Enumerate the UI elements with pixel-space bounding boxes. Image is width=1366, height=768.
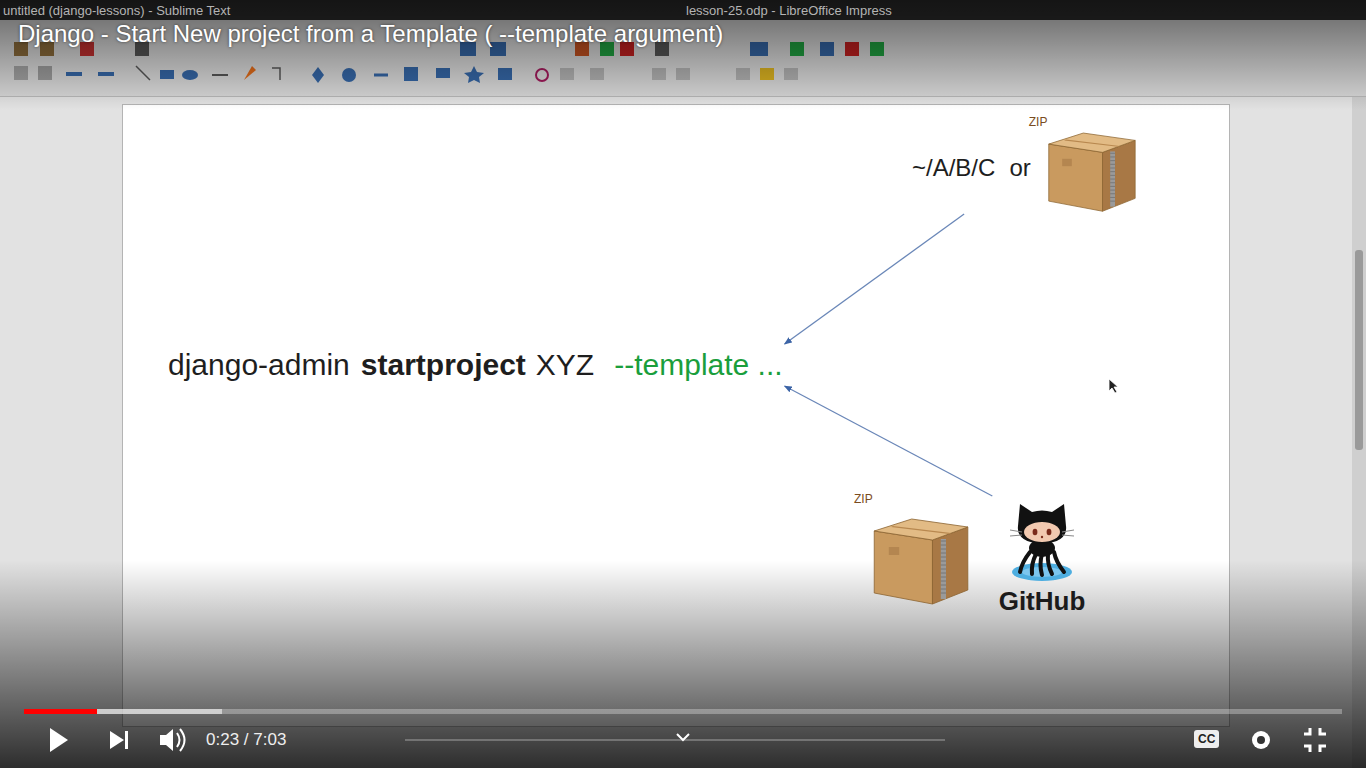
player-controls <box>0 700 1366 768</box>
zip-label: ZIP <box>854 492 873 506</box>
project-name: XYZ <box>536 348 594 382</box>
github-source: GitHub ZIP <box>868 496 1094 617</box>
zip-box: ZIP <box>868 507 972 607</box>
mouse-cursor <box>1108 378 1120 394</box>
zip-label: ZIP <box>1029 115 1048 129</box>
caption-button: CC <box>1194 730 1219 748</box>
arrow-connector <box>785 214 965 344</box>
command-keyword: startproject <box>361 348 526 382</box>
command-word: django-admin <box>168 348 350 382</box>
time-display: 0:23 / 7:03 <box>206 730 286 750</box>
arrow-connector <box>785 386 993 496</box>
zip-box: ZIP <box>1043 122 1139 214</box>
zip-box-icon <box>1043 122 1139 214</box>
or-text: or <box>1009 154 1030 182</box>
template-option: --template ... <box>614 348 782 382</box>
bottom-shade <box>0 560 1366 768</box>
github-octocat <box>990 496 1094 584</box>
scroll-thumb <box>1355 250 1363 450</box>
github-logo: GitHub <box>990 496 1094 617</box>
video-title: Django - Start New project from a Templa… <box>18 20 723 48</box>
github-label: GitHub <box>999 586 1086 617</box>
window-title: lesson-25.odp - LibreOffice Impress <box>686 3 892 18</box>
local-source: ~/A/B/C or ZIP <box>912 122 1139 214</box>
window-title: untitled (django-lessons) - Sublime Text <box>3 3 230 18</box>
path-text: ~/A/B/C <box>912 154 995 182</box>
zip-box-icon <box>868 507 972 607</box>
command-line: django-admin startproject XYZ --template ..… <box>166 344 785 386</box>
